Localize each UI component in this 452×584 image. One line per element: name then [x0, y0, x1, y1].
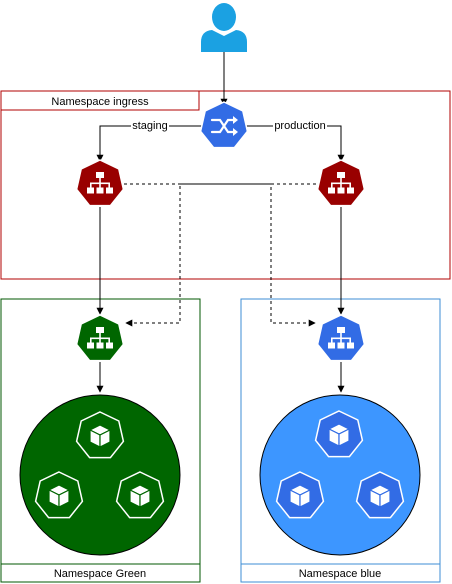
edge-label-staging: staging	[132, 120, 167, 132]
namespace-ingress-label: Namespace ingress	[51, 96, 149, 108]
service-icon-green	[75, 314, 125, 362]
user-icon	[201, 3, 247, 52]
traffic-switch-icon	[199, 101, 249, 149]
namespace-ingress: Namespace ingress	[0, 90, 451, 280]
service-icon-blue	[316, 314, 366, 362]
service-icon-ingress-staging	[75, 159, 125, 207]
namespace-blue-label: Namespace blue	[299, 568, 382, 580]
namespace-green: Namespace Green	[0, 298, 201, 583]
pod-group-green	[19, 394, 181, 556]
pod-group-blue	[259, 394, 421, 556]
edge-staging	[96, 125, 204, 162]
service-icon-ingress-production	[316, 159, 366, 207]
namespace-green-label: Namespace Green	[54, 568, 146, 580]
edge-dashed-right-to-green	[125, 183, 316, 327]
edge-label-production: production	[274, 120, 325, 132]
edge-dashed-left-to-blue	[124, 183, 316, 327]
